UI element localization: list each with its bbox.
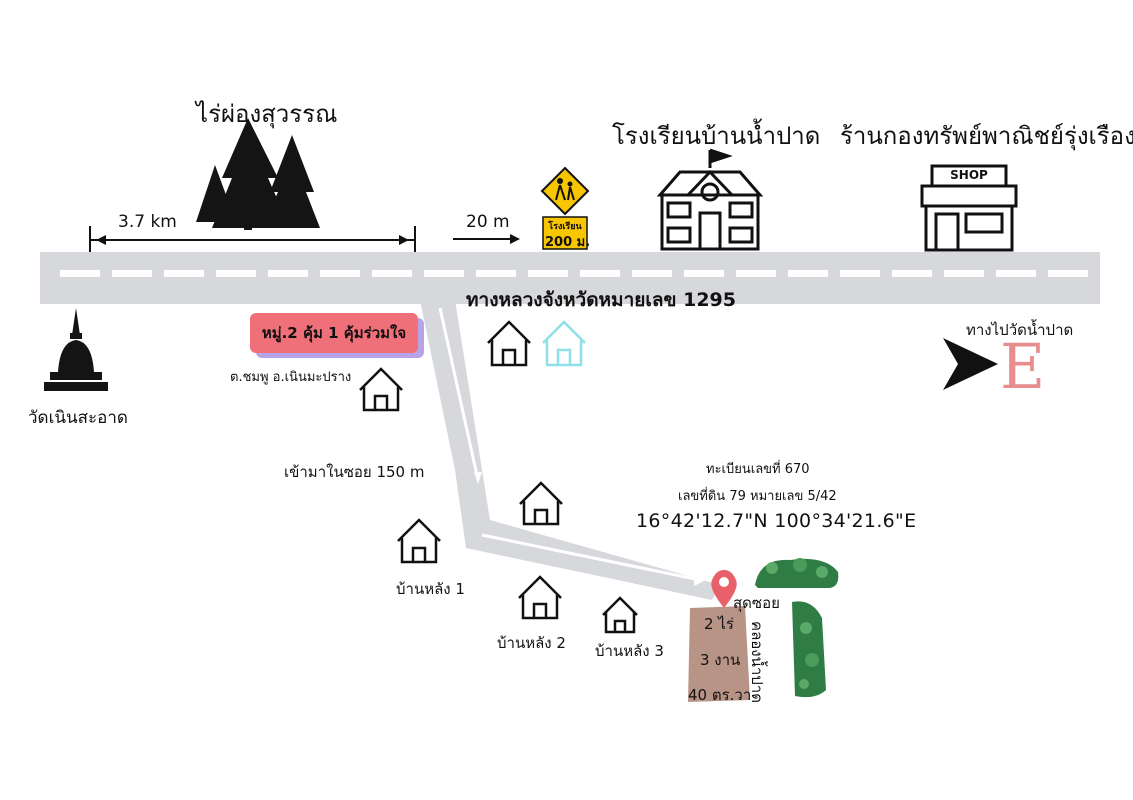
shop-icon: [920, 164, 1018, 252]
deed-number: ทะเบียนเลขที่ 670: [706, 462, 810, 477]
house-icon-cyan: [542, 320, 586, 367]
village-label: หมู่.2 คุ้ม 1 คุ้มร่วมใจ: [250, 313, 418, 353]
pine-trees-icon: [196, 118, 320, 230]
farm-title: ไร่ผ่องสุวรรณ: [196, 100, 338, 128]
arrow-20m: [453, 234, 520, 244]
shop-title: ร้านกองทรัพย์พาณิชย์รุ่งเรือง: [840, 122, 1133, 150]
house-2-label: บ้านหลัง 2: [497, 634, 566, 652]
road-lane-markings: [60, 270, 1088, 277]
greenery-icon: [755, 558, 839, 698]
end-of-soi-label: สุดซอย: [733, 594, 780, 612]
area-ngan: 3 งาน: [700, 651, 741, 669]
canal-label: คลองน้ำปาด: [747, 621, 766, 703]
distance-sign-label: 20 m: [466, 212, 510, 232]
house-1-label: บ้านหลัง 1: [396, 580, 465, 598]
distance-bar: [89, 226, 416, 252]
school-title: โรงเรียนบ้านน้ำปาด: [612, 122, 821, 150]
school-sign-top: โรงเรียน: [548, 222, 582, 232]
school-sign-bottom: 200 ม.: [545, 235, 591, 250]
area-rai: 2 ไร่: [704, 615, 734, 633]
direction-label: ทางไปวัดน้ำปาด: [966, 321, 1074, 339]
shop-sign-text: SHOP: [950, 168, 988, 182]
land-number: เลขที่ดิน 79 หมายเลข 5/42: [678, 489, 837, 504]
coordinates: 16°42'12.7"N 100°34'21.6"E: [636, 510, 917, 532]
temple-stupa-icon: [44, 308, 108, 391]
subdistrict-label: ต.ชมพู อ.เนินมะปราง: [230, 370, 352, 385]
area-wa: 40 ตร.วา: [688, 686, 752, 704]
location-pin-icon: [711, 570, 737, 608]
distance-highway-label: 3.7 km: [118, 212, 177, 232]
house-3-label: บ้านหลัง 3: [595, 642, 664, 660]
soi-route-line: [438, 307, 701, 582]
soi-road: [420, 300, 720, 600]
highway-road: [40, 252, 1100, 304]
school-building-icon: [656, 148, 764, 251]
direction-letter: E: [1000, 330, 1046, 403]
land-plot: [688, 606, 750, 702]
road-name: ทางหลวงจังหวัดหมายเลข 1295: [466, 289, 736, 311]
temple-name: วัดเนินสะอาด: [28, 408, 128, 428]
direction-arrow-icon: [943, 338, 998, 390]
school-crossing-sign-icon: [540, 166, 590, 250]
house-icons: [359, 320, 638, 634]
soi-distance-label: เข้ามาในซอย 150 m: [284, 463, 425, 481]
